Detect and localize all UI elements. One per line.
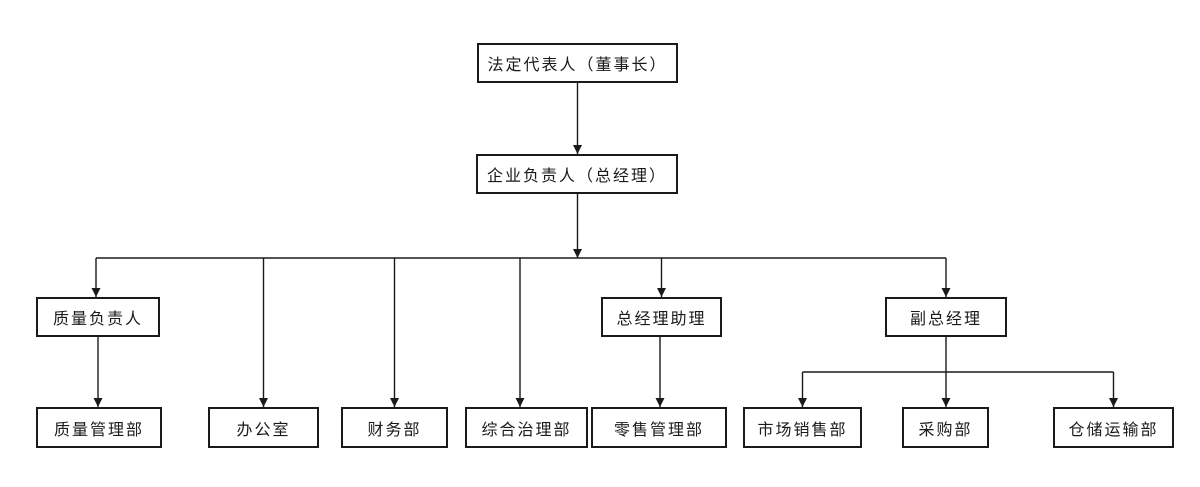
node-quality-management-dept: 质量管理部 <box>36 407 162 448</box>
node-legal-representative-chairman: 法定代表人（董事长） <box>477 43 678 83</box>
node-gm-assistant: 总经理助理 <box>601 297 722 337</box>
node-comprehensive-governance-dept: 综合治理部 <box>465 407 588 448</box>
node-quality-head: 质量负责人 <box>36 297 160 337</box>
node-office: 办公室 <box>208 407 319 448</box>
node-warehouse-transport-dept: 仓储运输部 <box>1053 407 1174 448</box>
node-retail-management-dept: 零售管理部 <box>591 407 727 448</box>
node-purchasing-dept: 采购部 <box>902 407 989 448</box>
node-enterprise-head-general-manager: 企业负责人（总经理） <box>476 154 678 194</box>
node-finance-dept: 财务部 <box>341 407 448 448</box>
node-deputy-general-manager: 副总经理 <box>885 297 1007 337</box>
node-marketing-sales-dept: 市场销售部 <box>743 407 862 448</box>
